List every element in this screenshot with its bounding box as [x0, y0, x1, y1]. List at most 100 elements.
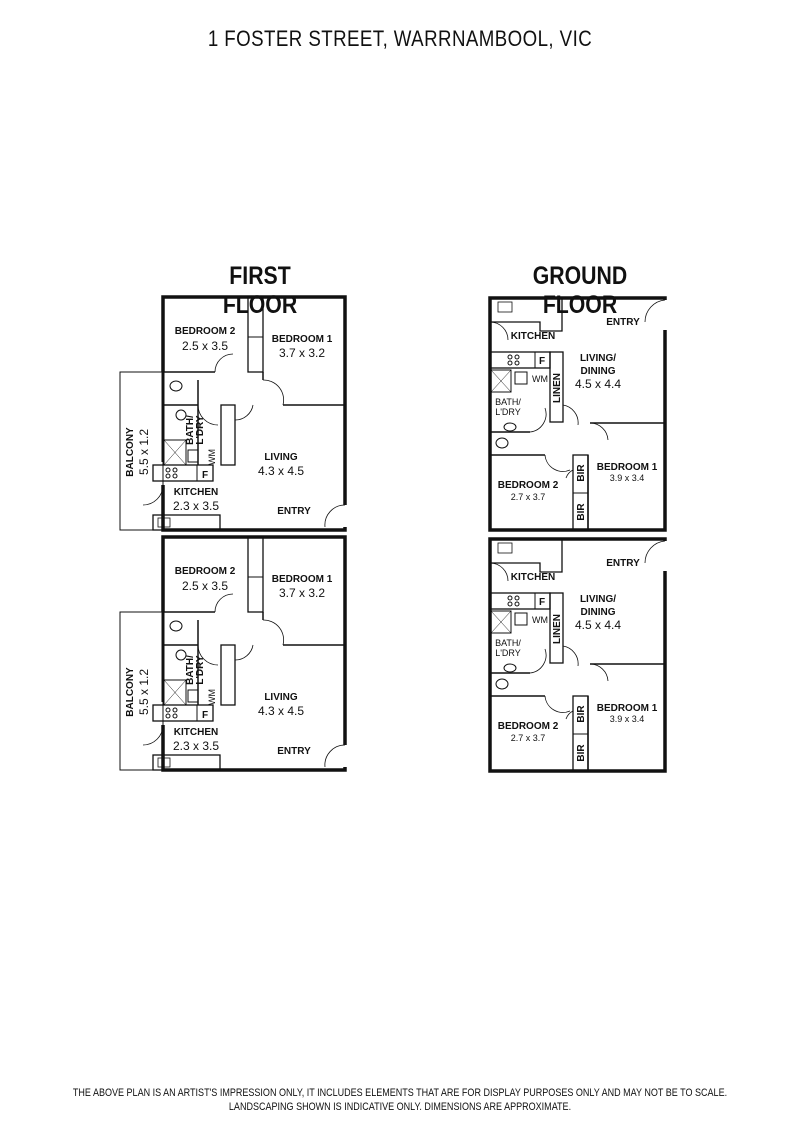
sink-icon: [157, 757, 171, 768]
bedroom-1-size: 3.7 x 3.2: [279, 586, 325, 600]
balcony-label: BALCONY: [125, 427, 136, 477]
kitchen-bench: [152, 704, 214, 722]
bedroom-2-label: BEDROOM 2: [498, 480, 559, 491]
shower: [490, 610, 512, 634]
exterior-walls: [488, 296, 667, 532]
living-dining-label-1: LIVING/: [580, 594, 616, 605]
kitchen-label: KITCHEN: [511, 331, 555, 342]
bath-label-1: BATH/: [495, 397, 521, 407]
bedroom-1-label: BEDROOM 1: [597, 703, 658, 714]
living-dining-size: 4.5 x 4.4: [575, 618, 621, 632]
kitchen-bench: [152, 464, 214, 482]
bedroom-2-label: BEDROOM 2: [498, 721, 559, 732]
bath-label-2: L'DRY: [195, 415, 206, 445]
door-swing-arcs: [489, 540, 666, 720]
living-label: LIVING: [264, 452, 298, 463]
laundry-tub: [187, 449, 199, 463]
bir-label-1: BIR: [576, 705, 587, 723]
interior-walls: [163, 611, 345, 705]
bedroom-2-size: 2.7 x 3.7: [511, 733, 546, 743]
entry-label: ENTRY: [277, 746, 311, 757]
cooktop-icon: [165, 707, 178, 719]
disclaimer-line-1: THE ABOVE PLAN IS AN ARTIST'S IMPRESSION…: [72, 1087, 728, 1099]
fridge-label: F: [539, 597, 545, 608]
kitchen-label: KITCHEN: [174, 487, 218, 498]
living-dining-label-2: DINING: [581, 366, 616, 377]
bath-label-2: L'DRY: [495, 648, 521, 658]
shower: [490, 369, 512, 393]
door-swing-arcs: [489, 299, 666, 479]
linen-column: [220, 644, 236, 706]
bedroom-2-label: BEDROOM 2: [175, 326, 236, 337]
first-floor-unit: BEDROOM 2 2.5 x 3.5 BEDROOM 1 3.7 x 3.2 …: [119, 295, 347, 532]
entry-label: ENTRY: [606, 317, 640, 328]
linen-label: LINEN: [552, 614, 563, 644]
bath-label-2: L'DRY: [195, 655, 206, 685]
living-dining-label-2: DINING: [581, 607, 616, 618]
exterior-walls: [488, 537, 667, 773]
kitchen-size: 2.3 x 3.5: [173, 739, 219, 753]
living-dining-size: 4.5 x 4.4: [575, 377, 621, 391]
ground-floor-unit: KITCHEN ENTRY LIVING/ DINING 4.5 x 4.4 F…: [488, 537, 667, 773]
bath-label-1: BATH/: [185, 655, 196, 685]
first-floor-unit: BEDROOM 2 2.5 x 3.5 BEDROOM 1 3.7 x 3.2 …: [119, 535, 347, 772]
bath-label-1: BATH/: [495, 638, 521, 648]
living-dining-label-1: LIVING/: [580, 353, 616, 364]
bir-label-1: BIR: [576, 464, 587, 482]
toilet-icon: [495, 437, 509, 449]
bedroom-2-size: 2.5 x 3.5: [182, 339, 228, 353]
bedroom-1-size: 3.7 x 3.2: [279, 346, 325, 360]
ground-floor-unit: KITCHEN ENTRY LIVING/ DINING 4.5 x 4.4 F…: [488, 296, 667, 532]
wardrobe: [247, 296, 264, 373]
laundry-tub: [514, 371, 528, 385]
cooktop-icon: [165, 467, 178, 479]
living-size: 4.3 x 4.5: [258, 464, 304, 478]
kitchen-sink-bench: [152, 514, 221, 531]
balcony-label: BALCONY: [125, 667, 136, 717]
living-label: LIVING: [264, 692, 298, 703]
bedroom-2-size: 2.7 x 3.7: [511, 492, 546, 502]
kitchen-top-bench: [490, 298, 563, 332]
kitchen-top-bench: [490, 539, 563, 573]
fridge-label: F: [539, 356, 545, 367]
basin-icon: [175, 409, 187, 421]
bedroom-2-size: 2.5 x 3.5: [182, 579, 228, 593]
interior-walls: [490, 422, 665, 530]
fridge-label: F: [202, 470, 208, 481]
kitchen-label: KITCHEN: [174, 727, 218, 738]
bedroom-1-label: BEDROOM 1: [597, 462, 658, 473]
interior-walls: [163, 371, 345, 465]
cooktop-icon: [507, 595, 520, 607]
bedroom-1-size: 3.9 x 3.4: [610, 473, 645, 483]
toilet-icon: [495, 678, 509, 690]
door-swing-arcs: [142, 593, 346, 768]
page-title: 1 FOSTER STREET, WARRNAMBOOL, VIC: [207, 26, 593, 51]
laundry-tub: [514, 612, 528, 626]
wm-label: WM: [532, 374, 548, 384]
sink-icon: [157, 517, 171, 528]
linen-cupboard: [549, 351, 564, 423]
linen-cupboard: [549, 592, 564, 664]
bath-label-2: L'DRY: [495, 407, 521, 417]
fridge-label: F: [202, 710, 208, 721]
kitchen-label: KITCHEN: [511, 572, 555, 583]
basin-icon: [175, 649, 187, 661]
sink-icon: [497, 301, 513, 313]
toilet-icon: [169, 380, 183, 392]
linen-column: [220, 404, 236, 466]
sink-icon: [497, 542, 513, 554]
ground-floor-heading: GROUND FLOOR: [532, 262, 628, 319]
entry-label: ENTRY: [277, 506, 311, 517]
wm-label: WM: [207, 449, 217, 465]
basin-icon: [503, 663, 517, 673]
door-swing-arcs: [142, 353, 346, 528]
balcony-size: 5.5 x 1.2: [137, 429, 151, 475]
linen-label: LINEN: [552, 373, 563, 403]
bedroom-2-label: BEDROOM 2: [175, 566, 236, 577]
bir-label-2: BIR: [576, 744, 587, 762]
laundry-tub: [187, 689, 199, 703]
cooktop-icon: [507, 354, 520, 366]
kitchen-sink-bench: [152, 754, 221, 771]
wm-label: WM: [207, 689, 217, 705]
